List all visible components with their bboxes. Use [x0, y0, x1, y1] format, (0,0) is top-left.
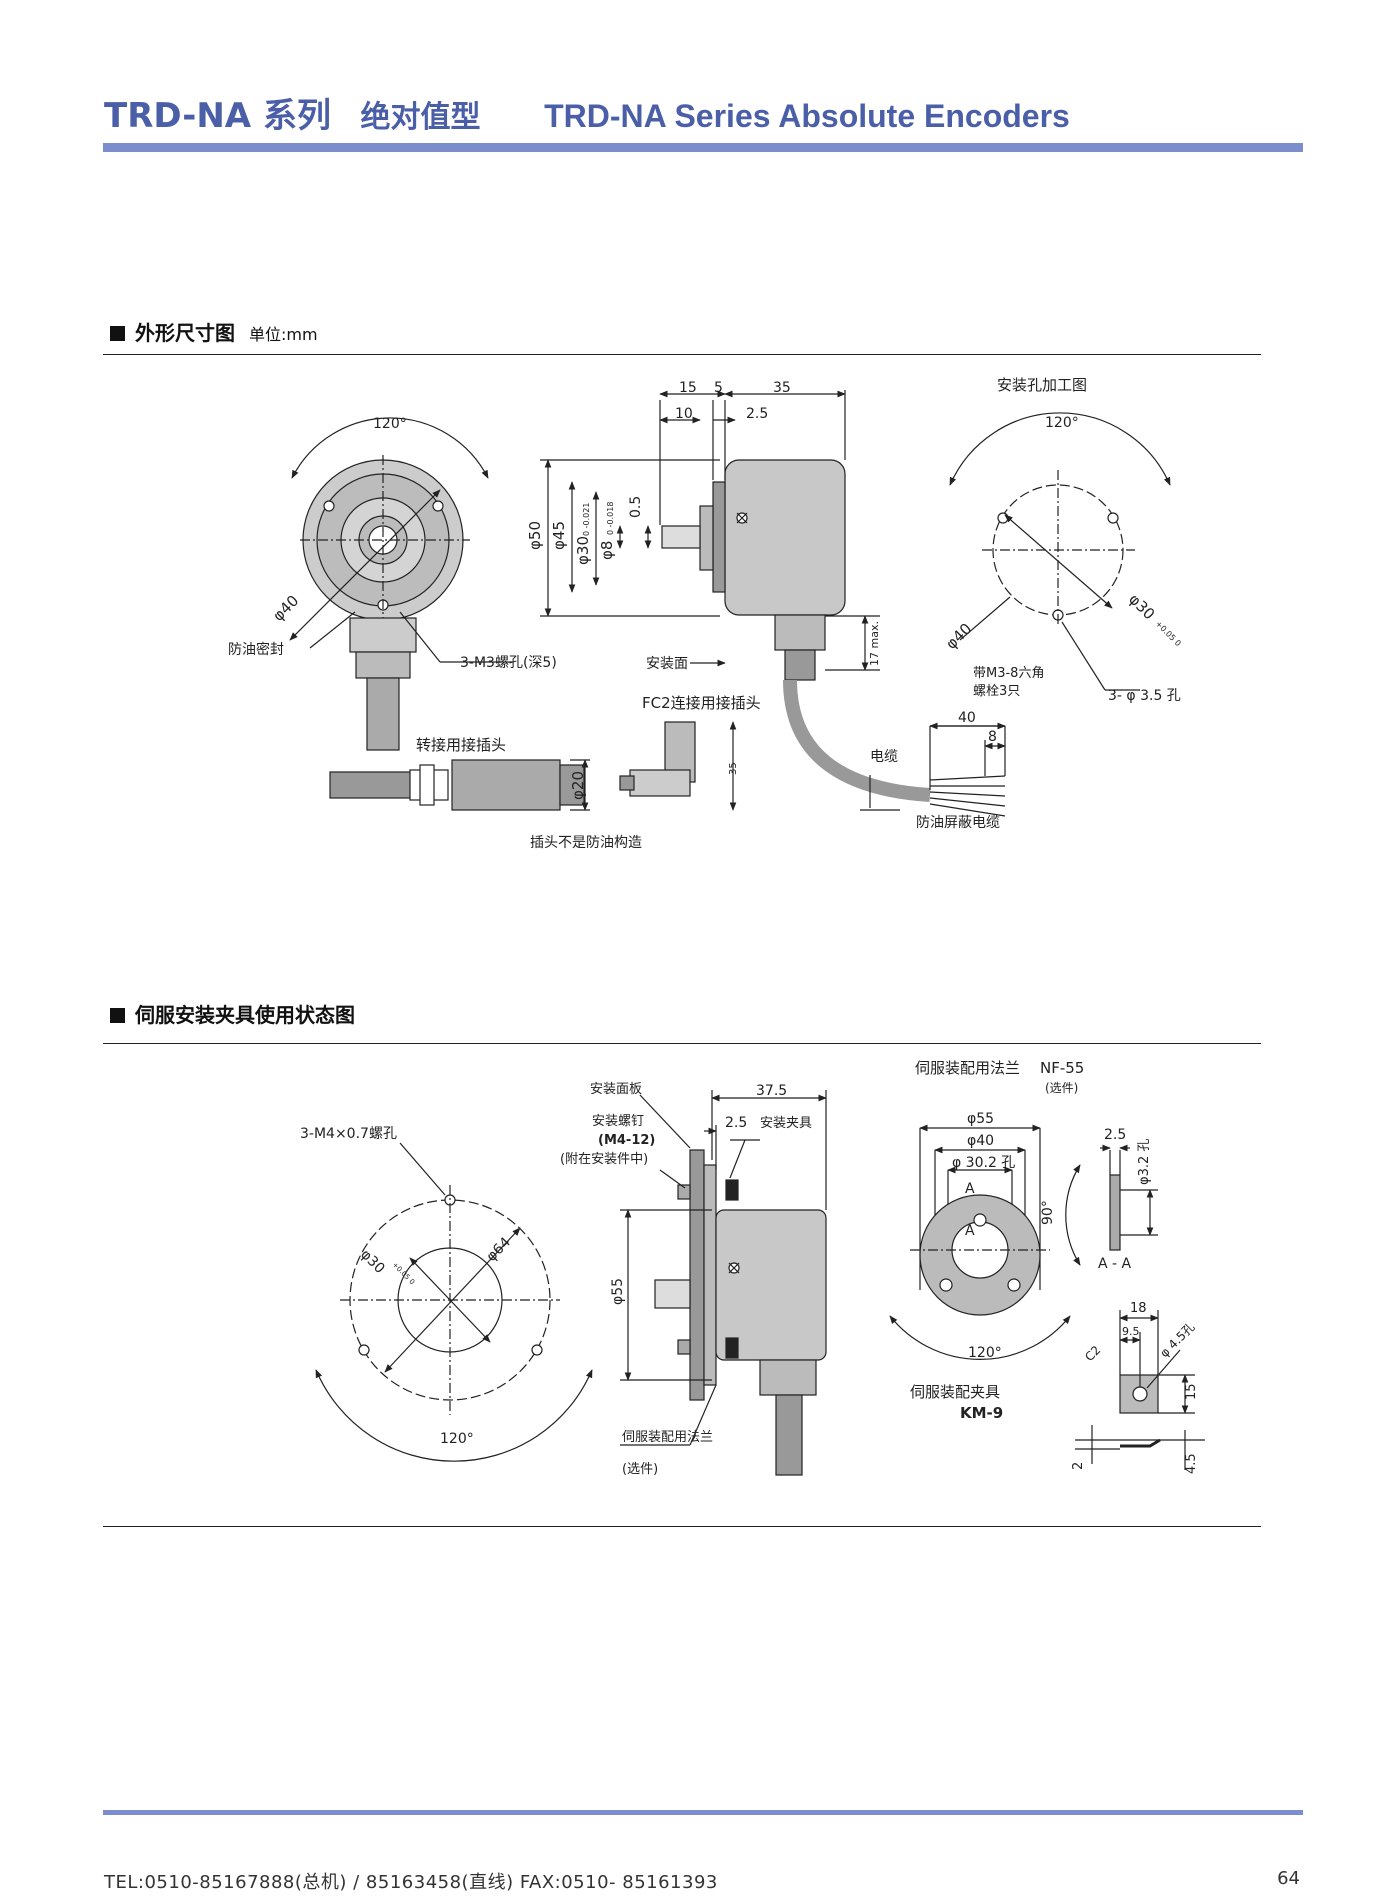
km9-c2: C2: [1082, 1343, 1103, 1364]
cable-shield: 防油屏蔽电缆: [916, 815, 1000, 831]
section2-title: 伺服安装夹具使用状态图: [110, 999, 355, 1028]
servo-front-holes: 3-M4×0.7螺孔: [300, 1126, 397, 1142]
nf55-angle: 120°: [968, 1345, 1002, 1361]
hole-pattern-dia30-tol: +0.05 0: [1154, 619, 1183, 648]
km9-d95: 9.5: [1122, 1325, 1140, 1338]
fc2-title: FC2连接用接插头: [642, 694, 761, 712]
side-view: [540, 390, 1006, 817]
nf55-d40: φ40: [967, 1133, 994, 1149]
fc2-d35: 35: [728, 762, 739, 775]
km9-d15: 15: [1184, 1383, 1199, 1400]
nf55-d25: 2.5: [1104, 1127, 1126, 1143]
servo-front-d30: φ30: [357, 1247, 387, 1277]
section1-title: 外形尺寸图单位:mm: [110, 317, 318, 346]
front-dia40: φ40: [269, 592, 302, 625]
side-d15: 15: [679, 380, 697, 396]
nf55-d32: φ3.2 孔: [1137, 1139, 1152, 1185]
connector: [329, 759, 590, 811]
servo-front-angle: 120°: [440, 1431, 474, 1447]
side-d05: 0.5: [628, 496, 644, 518]
servo-side-flange-opt: (选件): [622, 1462, 658, 1477]
nf55-d302: φ 30.2 孔: [952, 1155, 1015, 1171]
header-subtitle-cn: 绝对值型: [360, 100, 481, 135]
servo-side-clamp: 安装夹具: [760, 1116, 812, 1131]
servo-side-d375: 37.5: [756, 1083, 787, 1099]
side-d17: 17 max.: [868, 621, 881, 666]
servo-side-panel: 安装面板: [590, 1082, 642, 1097]
side-mount-face: 安装面: [646, 656, 688, 672]
header-bar: [103, 143, 1303, 152]
connector-dia20: φ20: [569, 771, 587, 800]
km9-clamp: [1075, 1310, 1205, 1470]
hole-pattern-bolt2: 螺栓3只: [973, 684, 1020, 699]
square-bullet-icon: [110, 1008, 125, 1023]
hole-pattern-angle: 120°: [1045, 415, 1079, 431]
hole-pattern-title: 安装孔加工图: [997, 376, 1087, 394]
side-d30-tol: 0 -0.021: [582, 503, 591, 536]
front-angle: 120°: [373, 416, 407, 432]
nf55-model: NF-55: [1040, 1059, 1084, 1077]
cable-d8: 8: [988, 729, 997, 745]
hole-pattern-dia40: φ40: [942, 620, 975, 653]
hole-pattern-dia30: φ30: [1125, 590, 1158, 623]
side-d30: φ30: [574, 536, 592, 565]
servo-side-screw-spec: (M4-12): [598, 1133, 655, 1148]
servo-side-flange: 伺服装配用法兰: [622, 1430, 713, 1445]
section2-rule: [103, 1043, 1261, 1044]
side-d8-tol: 0 -0.018: [606, 502, 615, 535]
km9-d45: φ 4.5孔: [1157, 1320, 1197, 1360]
footer-contact: TEL:0510-85167888(总机) / 85163458(直线) FAX…: [104, 1872, 718, 1893]
nf55-a-bottom: A: [965, 1223, 975, 1239]
km9-title: 伺服装配夹具: [910, 1383, 1000, 1401]
page-number: 64: [1277, 1868, 1300, 1889]
nf55-flange: [889, 1124, 1158, 1361]
side-d45: φ45: [550, 521, 568, 550]
section1-rule: [103, 354, 1261, 355]
cable-d40: 40: [958, 710, 976, 726]
km9-d2: 2: [1071, 1462, 1086, 1470]
km9-model: KM-9: [960, 1404, 1003, 1422]
side-d8: φ8: [598, 541, 616, 560]
servo-side: [620, 1090, 827, 1476]
section1-unit: 单位:mm: [249, 325, 318, 344]
hole-pattern-bolt: 带M3-8六角: [973, 666, 1044, 681]
servo-side-d25: 2.5: [725, 1115, 747, 1131]
front-view: [289, 417, 512, 751]
side-d35: 35: [773, 380, 791, 396]
side-d50: φ50: [526, 521, 544, 550]
servo-side-d55: φ55: [610, 1278, 626, 1305]
outline-drawing: 120° φ40 防油密封 3-M3螺孔(深5) 转接用接插头 φ20 插头不是…: [228, 376, 1183, 851]
km9-d45b: 4.5: [1184, 1453, 1199, 1474]
nf55-aa: A - A: [1098, 1256, 1132, 1272]
cable-label: 电缆: [870, 749, 898, 765]
servo-drawing: 3-M4×0.7螺孔 φ30 +0.05 0 φ64 120° 安装面板 安装螺…: [300, 1059, 1205, 1477]
front-seal: 防油密封: [228, 641, 284, 658]
connector-note: 插头不是防油构造: [530, 835, 642, 851]
fc2-connector: [619, 721, 737, 811]
nf55-a-top: A: [965, 1181, 975, 1197]
section2-bottom-rule: [103, 1526, 1261, 1527]
nf55-d55: φ55: [967, 1111, 994, 1127]
header-title-en: TRD-NA Series Absolute Encoders: [544, 98, 1070, 134]
footer-bar: [103, 1810, 1303, 1815]
nf55-a90: 90°: [1040, 1200, 1056, 1225]
side-d5: 5: [714, 380, 723, 396]
servo-side-screw-note: (附在安装件中): [560, 1152, 648, 1167]
servo-side-screw: 安装螺钉: [592, 1114, 644, 1129]
nf55-title: 伺服装配用法兰: [915, 1059, 1020, 1077]
servo-front: [315, 1142, 593, 1462]
square-bullet-icon: [110, 326, 125, 341]
header-title-cn: TRD-NA 系列: [104, 96, 331, 136]
hole-pattern: [949, 412, 1171, 691]
connector-title: 转接用接插头: [416, 736, 506, 754]
side-d10: 10: [675, 406, 693, 422]
side-d25: 2.5: [746, 406, 768, 422]
hole-pattern-holes: 3- φ 3.5 孔: [1108, 688, 1181, 704]
km9-d18: 18: [1130, 1301, 1147, 1316]
nf55-opt: (选件): [1045, 1081, 1078, 1095]
front-holes: 3-M3螺孔(深5): [460, 655, 557, 671]
page-header: TRD-NA 系列 绝对值型 TRD-NA Series Absolute En…: [104, 88, 1070, 137]
